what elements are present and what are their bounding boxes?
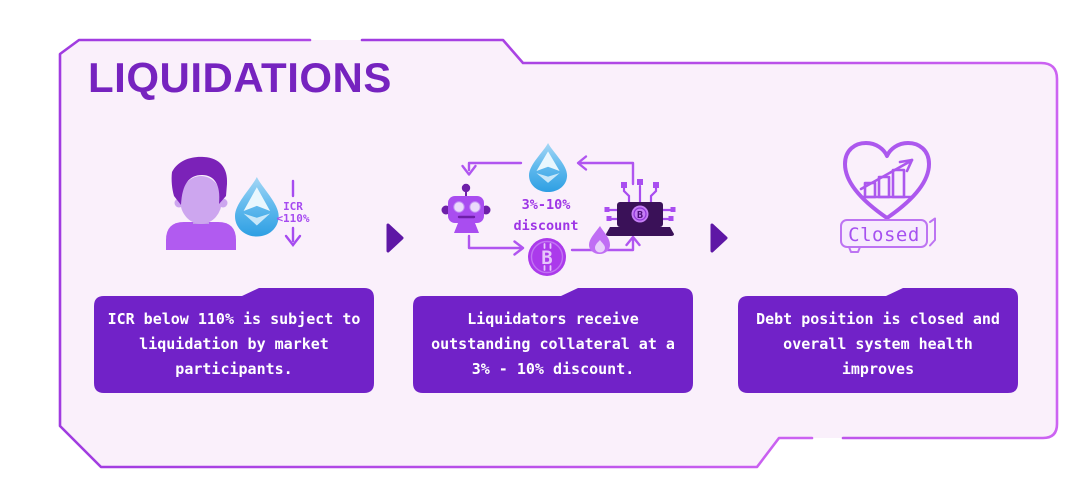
caption-text-stage2: Liquidators receive outstanding collater… xyxy=(431,310,675,378)
svg-text:B: B xyxy=(541,247,552,269)
caption-box-shape xyxy=(413,288,693,393)
caption-box-stage1: ICR below 110% is subject to liquidation… xyxy=(94,288,374,393)
frame-border-left-segment xyxy=(58,38,814,469)
caption-box-shape xyxy=(94,288,374,393)
robot-liquidator-icon xyxy=(441,183,491,233)
down-arrowhead-icon xyxy=(284,234,302,247)
discount-range-label: 3%-10% xyxy=(522,197,572,213)
frame-border-right-segment xyxy=(360,38,1059,440)
caption-text-stage3: Debt position is closed and overall syst… xyxy=(756,310,1000,378)
arrow-droplet-to-robot xyxy=(467,161,523,172)
growth-chart-icon xyxy=(859,158,914,199)
icr-label: ICR xyxy=(283,200,303,213)
burn-fire-icon xyxy=(589,226,610,255)
protocol-laptop-icon: B xyxy=(604,179,676,236)
borrower-icon xyxy=(166,156,236,250)
closed-badge: Closed xyxy=(840,217,936,253)
page-title: LIQUIDATIONS xyxy=(88,54,392,101)
closed-badge-label: Closed xyxy=(848,224,920,246)
caption-box-stage2: Liquidators receive outstanding collater… xyxy=(413,288,693,393)
cycle-arrows xyxy=(461,155,641,256)
caption-box-shape xyxy=(738,288,1018,393)
step-separator-icon xyxy=(710,223,728,253)
discount-word-label: discount xyxy=(513,218,578,234)
bitcoin-coin-icon: B xyxy=(528,238,566,276)
arrow-robot-to-bitcoin xyxy=(467,234,523,250)
arrow-laptop-to-droplet xyxy=(577,161,635,186)
svg-text:B: B xyxy=(637,210,643,221)
system-health-heart-icon xyxy=(843,141,931,220)
caption-text-stage1: ICR below 110% is subject to liquidation… xyxy=(107,310,361,378)
icr-indicator: ICR <110% xyxy=(276,179,310,247)
stage3-illustration: Closed xyxy=(840,141,936,253)
stage2-illustration: 3%-10% discount B xyxy=(441,143,676,276)
step-separator-icon xyxy=(386,223,404,253)
caption-box-stage3: Debt position is closed and overall syst… xyxy=(738,288,1018,393)
icr-threshold: <110% xyxy=(276,212,309,225)
stage1-illustration: ICR <110% xyxy=(166,156,310,250)
